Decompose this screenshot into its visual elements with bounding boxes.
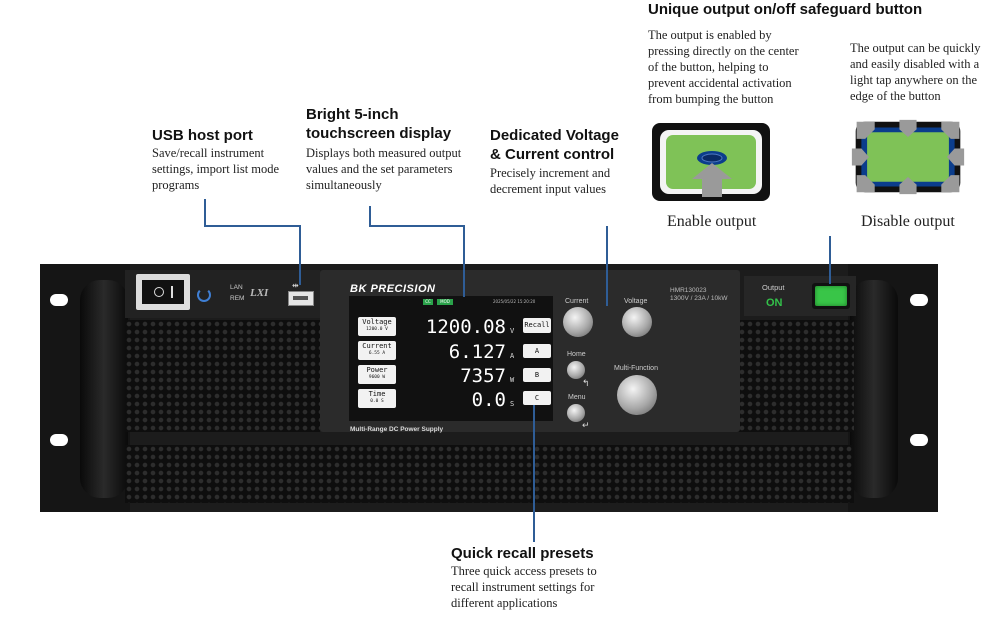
rack-hole <box>50 434 68 446</box>
preset-c-button[interactable]: C <box>523 391 551 405</box>
current-readout: 6.127 <box>448 341 506 363</box>
safeguard-title: Unique output on/off safeguard button <box>648 1 923 18</box>
time-unit: S <box>510 400 515 408</box>
enable-output-caption: Enable output <box>667 213 757 230</box>
voltage-readout: 1200.08 <box>425 316 506 338</box>
control-title: Dedicated Voltage & Current control <box>490 127 619 163</box>
time-param-button[interactable]: Time 0.0 S <box>358 389 396 408</box>
rem-indicator: REM <box>230 295 245 302</box>
presets-callout-line <box>533 405 535 542</box>
preset-a-button[interactable]: A <box>523 344 551 358</box>
usb-port-slot <box>293 296 308 300</box>
enable-output-illustration <box>652 123 770 201</box>
enter-arrow-icon: ↵ <box>582 420 590 430</box>
standby-icon <box>197 288 211 302</box>
disable-description: The output can be quickly and easily dis… <box>850 41 981 103</box>
mod-status-badge: MOD <box>437 299 453 305</box>
control-callout-line <box>606 226 608 306</box>
current-knob[interactable] <box>563 307 593 337</box>
disable-output-illustration <box>851 119 965 195</box>
left-vent-grille <box>125 320 320 432</box>
rack-hole <box>910 294 928 306</box>
output-label: Output <box>762 283 785 292</box>
usb-title: USB host port <box>152 127 253 144</box>
power-param-button[interactable]: Power 9600 W <box>358 365 396 384</box>
rack-hole <box>910 434 928 446</box>
model-label: HMR130023 1300V / 23A / 10kW <box>670 287 728 302</box>
right-handle[interactable] <box>850 280 898 498</box>
multi-function-knob-label: Multi-Function <box>614 365 658 372</box>
output-button-bezel <box>812 283 850 309</box>
output-on-off-button[interactable] <box>815 286 847 306</box>
usb-description: Save/recall instrument settings, import … <box>152 146 280 192</box>
screen-datetime: 2025/05/22 15:20:20 <box>493 299 536 304</box>
enable-description: The output is enabled by pressing direct… <box>648 28 799 106</box>
display-description: Displays both measured output values and… <box>306 146 462 192</box>
power-on-icon <box>171 286 173 298</box>
power-off-icon <box>154 287 164 297</box>
power-switch-bezel <box>136 274 190 310</box>
home-label: Home <box>567 351 586 358</box>
cc-status-badge: CC <box>423 299 433 305</box>
home-button[interactable] <box>567 361 585 379</box>
current-knob-label: Current <box>565 298 589 305</box>
usb-icon: ⇹ <box>292 281 299 290</box>
menu-label: Menu <box>568 394 586 401</box>
lxi-logo: LXI <box>250 287 269 299</box>
usb-callout-line <box>204 225 301 227</box>
menu-button[interactable] <box>567 404 585 422</box>
voltage-param-button[interactable]: Voltage 1200.0 V <box>358 317 396 336</box>
usb-callout-line <box>204 199 206 226</box>
output-on-indicator: ON <box>766 297 783 309</box>
voltage-knob[interactable] <box>622 307 652 337</box>
rack-hole <box>50 294 68 306</box>
output-callout-line <box>829 236 831 284</box>
voltage-unit: V <box>510 327 515 335</box>
multi-function-knob[interactable] <box>617 375 657 415</box>
product-subtitle: Multi-Range DC Power Supply <box>350 426 444 433</box>
presets-title: Quick recall presets <box>451 545 594 562</box>
power-switch[interactable] <box>142 280 184 304</box>
power-unit: W <box>510 376 515 384</box>
usb-callout-line <box>299 225 301 285</box>
usb-host-port[interactable] <box>288 291 314 306</box>
back-arrow-icon: ↰ <box>582 378 590 388</box>
disable-output-caption: Disable output <box>861 213 955 230</box>
display-callout-line <box>463 225 465 297</box>
brand-logo: BK PRECISION <box>350 283 436 295</box>
display-callout-line <box>369 225 465 227</box>
display-title: Bright 5-inch touchscreen display <box>306 106 452 142</box>
power-readout: 7357 <box>460 365 506 387</box>
time-readout: 0.0 <box>471 389 506 411</box>
presets-description: Three quick access presets to recall ins… <box>451 564 597 610</box>
current-unit: A <box>510 352 515 360</box>
recall-button[interactable]: Recall <box>523 318 551 333</box>
display-callout-line <box>369 206 371 226</box>
voltage-knob-label: Voltage <box>624 298 648 305</box>
bottom-vent-grille <box>125 445 854 503</box>
lan-indicator: LAN <box>230 284 243 291</box>
current-param-button[interactable]: Current 6.55 A <box>358 341 396 360</box>
left-handle[interactable] <box>80 280 128 498</box>
control-description: Precisely increment and decrement input … <box>490 166 611 196</box>
preset-b-button[interactable]: B <box>523 368 551 382</box>
